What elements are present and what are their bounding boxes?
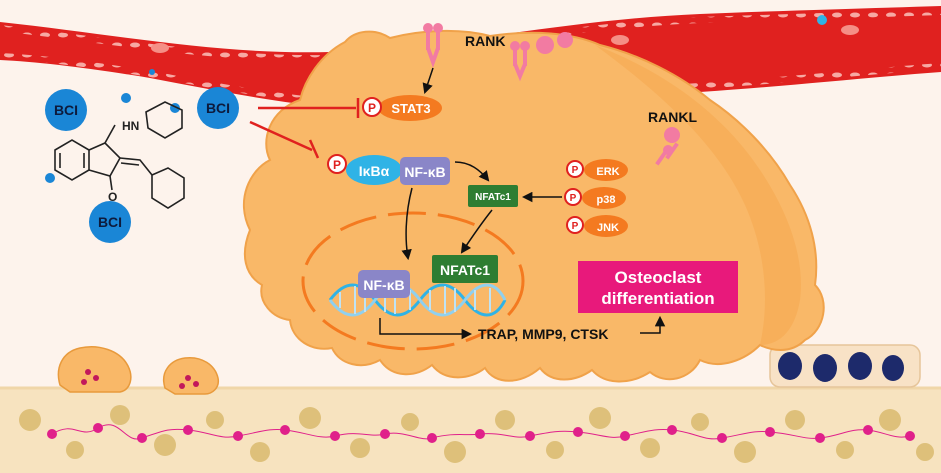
- erk-label: ERK: [596, 166, 619, 178]
- rank-receptor-3: [655, 127, 680, 166]
- ikba-nfkb-complex: P IκBα NF-κB: [327, 154, 450, 185]
- erk-node: P ERK: [566, 159, 628, 181]
- outcome-box: Osteoclast differentiation: [578, 261, 738, 313]
- nfkb-nuclear-node: NF-κB: [358, 270, 410, 298]
- bci-label-2: BCI: [206, 100, 230, 116]
- outcome-line2: differentiation: [601, 289, 714, 308]
- arrow-transcription: [379, 318, 473, 340]
- bci-label-3: BCI: [98, 214, 122, 230]
- jnk-node: P JNK: [566, 215, 628, 237]
- bone-matrix: [0, 386, 941, 473]
- p38-node: P p38: [564, 187, 626, 209]
- amine-label: HN: [122, 119, 139, 133]
- nfatc1-nuclear-node: NFATc1: [432, 255, 498, 283]
- rank-receptor-2: [510, 36, 554, 82]
- bci-bubble-1: BCI: [45, 89, 87, 131]
- nfkb-cyto-label: NF-κB: [404, 164, 445, 180]
- arrow-genes-to-outcome: [640, 315, 666, 334]
- osteoclast-small-1: [57, 346, 132, 393]
- inhibition-ikba: [249, 120, 320, 159]
- osteoclast-small-2: [163, 357, 220, 395]
- p38-label: p38: [597, 194, 616, 206]
- bci-label-1: BCI: [54, 102, 78, 118]
- nucleus: [301, 211, 525, 351]
- inhibition-stat3: [258, 98, 360, 118]
- target-genes-label: TRAP, MMP9, CTSK: [478, 326, 608, 342]
- ikba-label: IκBα: [359, 163, 390, 179]
- nfatc1-cyto-label: NFATc1: [475, 192, 511, 203]
- carbonyl-label: O: [108, 190, 117, 204]
- bci-molecule: [54, 101, 185, 209]
- erk-phospho: P: [572, 165, 579, 176]
- jnk-label: JNK: [597, 222, 619, 234]
- arrow-nfatc1-translocation: [460, 209, 493, 254]
- stat3-label: STAT3: [391, 101, 430, 116]
- arrow-nfkb-to-nfatc1: [454, 161, 490, 182]
- stat3-phospho: P: [368, 101, 376, 115]
- p38-phospho: P: [570, 193, 577, 204]
- jnk-phospho: P: [572, 221, 579, 232]
- rankl-label: RANKL: [648, 109, 697, 125]
- bci-bubble-3: BCI: [89, 201, 131, 243]
- arrow-rank-to-stat3: [422, 67, 434, 94]
- stat3-node: P STAT3: [362, 95, 442, 121]
- bci-bubble-2: BCI: [197, 87, 239, 129]
- rank-label: RANK: [465, 33, 505, 49]
- outcome-line1: Osteoclast: [615, 268, 702, 287]
- rank-receptor-1: [423, 23, 443, 68]
- rankl-ligand: [557, 32, 573, 48]
- osteoblast-row: [769, 344, 921, 388]
- arrow-nfkb-translocation: [401, 187, 413, 261]
- nfatc1-cyto-node: NFATc1: [468, 185, 518, 207]
- nfatc1-nuclear-label: NFATc1: [440, 262, 490, 278]
- nfkb-nuclear-label: NF-κB: [363, 277, 404, 293]
- ikba-phospho: P: [333, 158, 341, 172]
